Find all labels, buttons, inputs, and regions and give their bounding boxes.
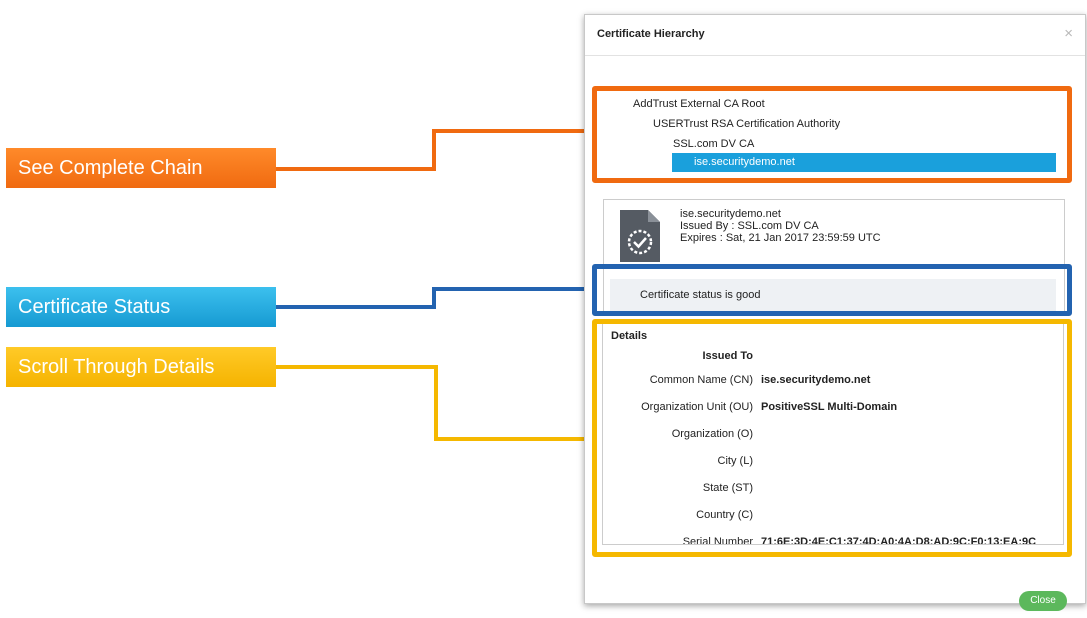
close-icon[interactable]: ×	[1064, 25, 1073, 42]
details-title: Details	[611, 330, 648, 342]
details-label: Serial Number	[682, 536, 753, 545]
details-row: Serial Number 71:6E:3D:4E:C1:37:4D:A0:4A…	[603, 536, 1063, 545]
details-label: City (L)	[717, 455, 753, 467]
certificate-name: ise.securitydemo.net	[680, 208, 781, 220]
callout-certificate-status: Certificate Status	[6, 287, 276, 327]
details-row: Country (C)	[603, 509, 1063, 523]
close-button[interactable]: Close	[1019, 591, 1067, 611]
details-value: ise.securitydemo.net	[761, 374, 871, 386]
connector-orange	[432, 129, 594, 133]
connector-orange	[432, 129, 436, 171]
certificate-icon	[620, 210, 660, 262]
connector-yellow	[434, 365, 438, 441]
details-label: Organization Unit (OU)	[641, 401, 753, 413]
chain-item-leaf-selected[interactable]: ise.securitydemo.net	[672, 153, 1056, 172]
details-value: 71:6E:3D:4E:C1:37:4D:A0:4A:D8:AD:9C:F0:1…	[761, 536, 1037, 545]
connector-blue	[276, 305, 436, 309]
details-section-heading: Issued To	[603, 350, 1063, 364]
connector-blue	[432, 287, 436, 309]
chain-item-intermediate-1[interactable]: USERTrust RSA Certification Authority	[653, 118, 841, 130]
connector-yellow	[276, 365, 438, 369]
callout-see-complete-chain: See Complete Chain	[6, 148, 276, 188]
highlight-chain	[592, 86, 1072, 183]
certificate-issued-by: Issued By : SSL.com DV CA	[680, 220, 819, 232]
issued-to-heading: Issued To	[702, 350, 753, 362]
connector-yellow	[434, 437, 594, 441]
certificate-status: Certificate status is good	[610, 279, 1056, 312]
details-label: Common Name (CN)	[649, 374, 753, 386]
highlight-status	[592, 264, 1072, 316]
callout-scroll-through-details: Scroll Through Details	[6, 347, 276, 387]
certificate-info: ise.securitydemo.net Issued By : SSL.com…	[680, 208, 881, 244]
details-panel[interactable]: Details Issued To Common Name (CN) ise.s…	[602, 323, 1064, 545]
certificate-expires: Expires : Sat, 21 Jan 2017 23:59:59 UTC	[680, 232, 881, 244]
details-row: State (ST)	[603, 482, 1063, 496]
details-label: State (ST)	[702, 482, 753, 494]
details-row: Organization Unit (OU) PositiveSSL Multi…	[603, 401, 1063, 415]
details-row: Organization (O)	[603, 428, 1063, 442]
details-label: Country (C)	[696, 509, 753, 521]
connector-blue	[432, 287, 594, 291]
details-value: PositiveSSL Multi-Domain	[761, 401, 898, 413]
details-row: City (L)	[603, 455, 1063, 469]
dialog-title: Certificate Hierarchy	[597, 28, 705, 40]
chain-item-intermediate-2[interactable]: SSL.com DV CA	[673, 138, 755, 150]
highlight-details	[592, 319, 1072, 557]
details-label: Organization (O)	[671, 428, 753, 440]
chain-item-root[interactable]: AddTrust External CA Root	[633, 98, 765, 110]
details-row: Common Name (CN) ise.securitydemo.net	[603, 374, 1063, 388]
connector-orange	[276, 167, 436, 171]
dialog-header: Certificate Hierarchy ×	[585, 15, 1085, 56]
